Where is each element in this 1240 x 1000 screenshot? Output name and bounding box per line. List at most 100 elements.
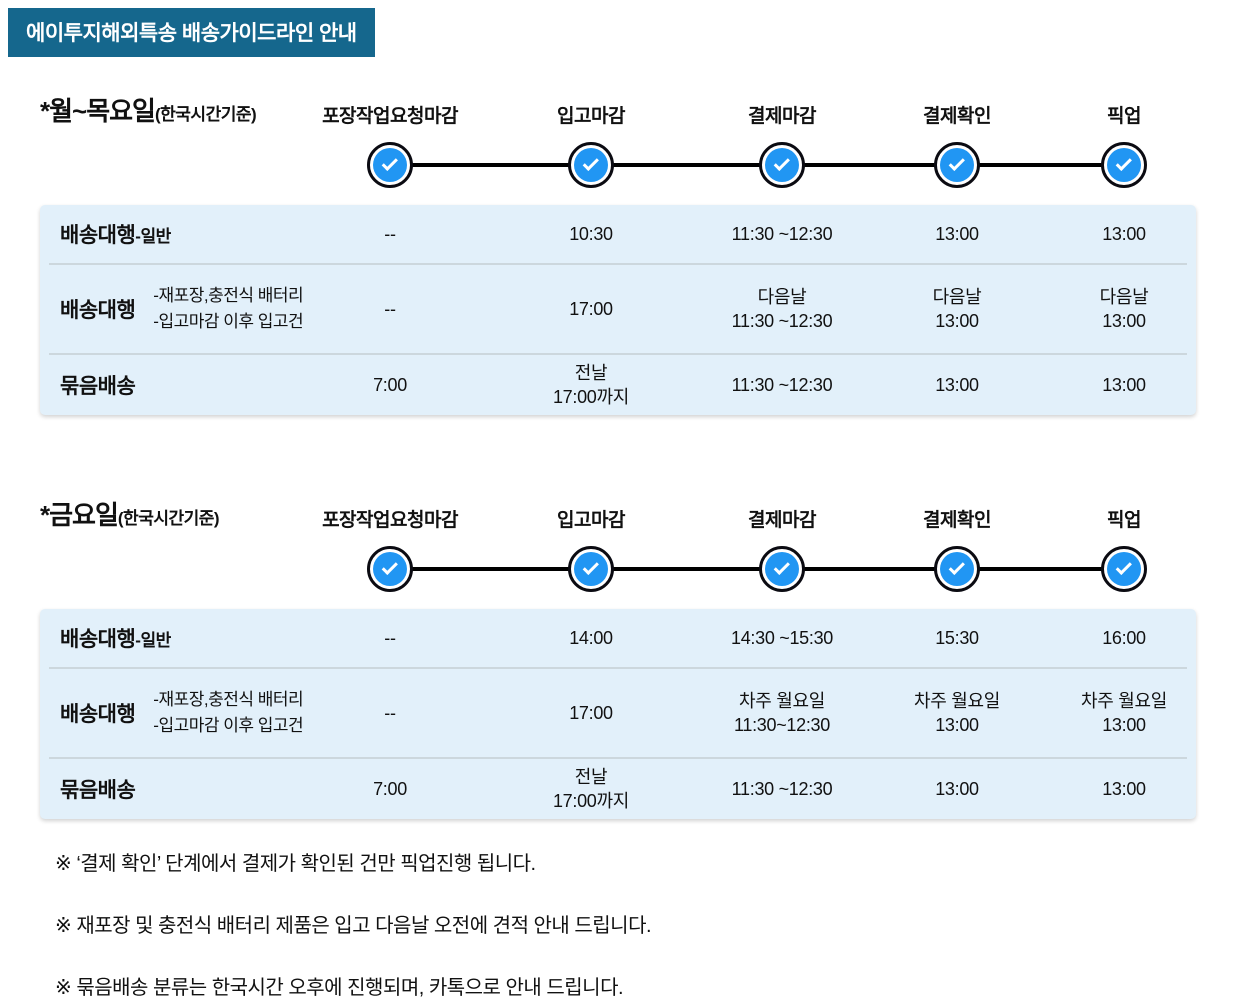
time-cell: 17:00 [569,702,613,723]
schedule-table-friday: 배송대행-일반 -- 14:00 14:30 ~15:30 15:30 16:0… [40,609,1196,819]
table-row: 배송대행 -재포장,충전식 배터리 -입고마감 이후 입고건 -- 17:00 다… [40,265,1196,353]
check-icon [948,558,965,576]
time-cell: -- [384,702,396,723]
schedule-section-friday: *금요일(한국시간기준) 포장작업요청마감 입고마감 결제마감 결제확인 픽업 … [40,495,1196,819]
column-header-payment-confirm: 결제확인 [923,510,991,531]
column-header-payment-deadline: 결제마감 [748,106,816,127]
check-circle [367,546,413,592]
timeline-step-2 [480,142,702,188]
check-circle [1101,142,1147,188]
check-circle [568,546,614,592]
row-label-cell: 배송대행 -재포장,충전식 배터리 -입고마감 이후 입고건 [40,283,304,336]
time-cell: 17:00 [569,298,613,319]
time-cell: 13:00 [935,778,979,799]
table-row: 배송대행 -재포장,충전식 배터리 -입고마감 이후 입고건 -- 17:00 차… [40,669,1196,757]
timeline-step-5 [1052,546,1196,592]
time-cell: 13:00 [1102,374,1146,395]
section-title-text: *월~목요일 [40,96,156,126]
row-sub-note: -입고마감 이후 입고건 [153,312,304,331]
row-label: 묶음배송 [60,375,136,398]
row-sub-note: -입고마감 이후 입고건 [153,716,304,735]
row-label-cell: 묶음배송 [40,774,300,804]
row-label: 배송대행 [60,299,136,322]
check-circle [759,546,805,592]
note-repack-battery: ※ 재포장 및 충전식 배터리 제품은 입고 다음날 오전에 견적 안내 드립니… [55,915,652,937]
check-circle [934,546,980,592]
time-cell: 13:00 [1102,778,1146,799]
row-label-cell: 묶음배송 [40,370,300,400]
row-label-cell: 배송대행 -재포장,충전식 배터리 -입고마감 이후 입고건 [40,687,304,740]
row-label-suffix: -일반 [135,226,171,246]
check-icon [1115,154,1132,172]
check-icon [381,154,398,172]
time-cell: -- [384,298,396,319]
row-label-suffix: -일반 [135,630,171,650]
row-label: 배송대행 [60,628,136,651]
check-icon [381,558,398,576]
column-header-payment-confirm: 결제확인 [923,106,991,127]
column-header-inbound-deadline: 입고마감 [557,510,625,531]
row-separator [49,667,1187,669]
check-icon [773,154,790,172]
time-cell: 15:30 [935,627,979,648]
footnotes: ※ ‘결제 확인’ 단계에서 결제가 확인된 건만 픽업진행 됩니다. ※ 재포… [55,847,1240,1000]
time-cell: -- [384,223,396,244]
page-title-badge: 에이투지해외특송 배송가이드라인 안내 [8,8,375,57]
column-header-inbound-deadline: 입고마감 [557,106,625,127]
timeline-step-3 [702,546,862,592]
column-header-packing-deadline: 포장작업요청마감 [322,510,458,531]
timeline-step-4 [862,546,1052,592]
row-sub-note: -재포장,충전식 배터리 [153,689,304,709]
section-title: *금요일(한국시간기준) [40,495,300,532]
timeline-friday [40,543,1196,595]
time-cell: 11:30 ~12:30 [731,778,833,799]
time-cell: 13:00 [935,223,979,244]
table-row: 배송대행-일반 -- 10:30 11:30 ~12:30 13:00 13:0… [40,205,1196,263]
timeline-step-1 [300,546,480,592]
row-label: 배송대행 [60,703,136,726]
time-cell: 16:00 [1102,627,1146,648]
check-circle [1101,546,1147,592]
schedule-section-mon-thu: *월~목요일(한국시간기준) 포장작업요청마감 입고마감 결제마감 결제확인 픽… [40,91,1196,415]
column-header-payment-deadline: 결제마감 [748,510,816,531]
timeline-connector-line [390,567,1124,571]
check-circle [934,142,980,188]
schedule-table-mon-thu: 배송대행-일반 -- 10:30 11:30 ~12:30 13:00 13:0… [40,205,1196,415]
check-icon [582,154,599,172]
timeline-step-1 [300,142,480,188]
section-title-sub: (한국시간기준) [154,105,257,124]
timeline-step-4 [862,142,1052,188]
row-sub-notes: -재포장,충전식 배터리 -입고마감 이후 입고건 [153,283,303,336]
row-label-cell: 배송대행-일반 [40,623,300,653]
note-payment-confirm: ※ ‘결제 확인’ 단계에서 결제가 확인된 건만 픽업진행 됩니다. [55,853,536,875]
section-title-sub: (한국시간기준) [117,509,220,528]
row-separator [49,757,1187,759]
note-bundle-shipping: ※ 묶음배송 분류는 한국시간 오후에 진행되며, 카톡으로 안내 드립니다. [55,977,624,999]
time-cell: 13:00 [1102,223,1146,244]
timeline-step-2 [480,546,702,592]
row-label-cell: 배송대행-일반 [40,219,300,249]
check-icon [948,154,965,172]
row-label: 묶음배송 [60,779,136,802]
row-sub-note: -재포장,충전식 배터리 [153,285,304,305]
time-cell: 10:30 [569,223,613,244]
row-label: 배송대행 [60,224,136,247]
time-cell: 13:00 [935,374,979,395]
section-title: *월~목요일(한국시간기준) [40,91,300,128]
row-separator [49,353,1187,355]
check-icon [773,558,790,576]
time-cell: -- [384,627,396,648]
row-sub-notes: -재포장,충전식 배터리 -입고마감 이후 입고건 [153,687,303,740]
check-icon [582,558,599,576]
time-cell: 14:00 [569,627,613,648]
timeline-mon-thu [40,139,1196,191]
column-header-pickup: 픽업 [1107,510,1141,531]
